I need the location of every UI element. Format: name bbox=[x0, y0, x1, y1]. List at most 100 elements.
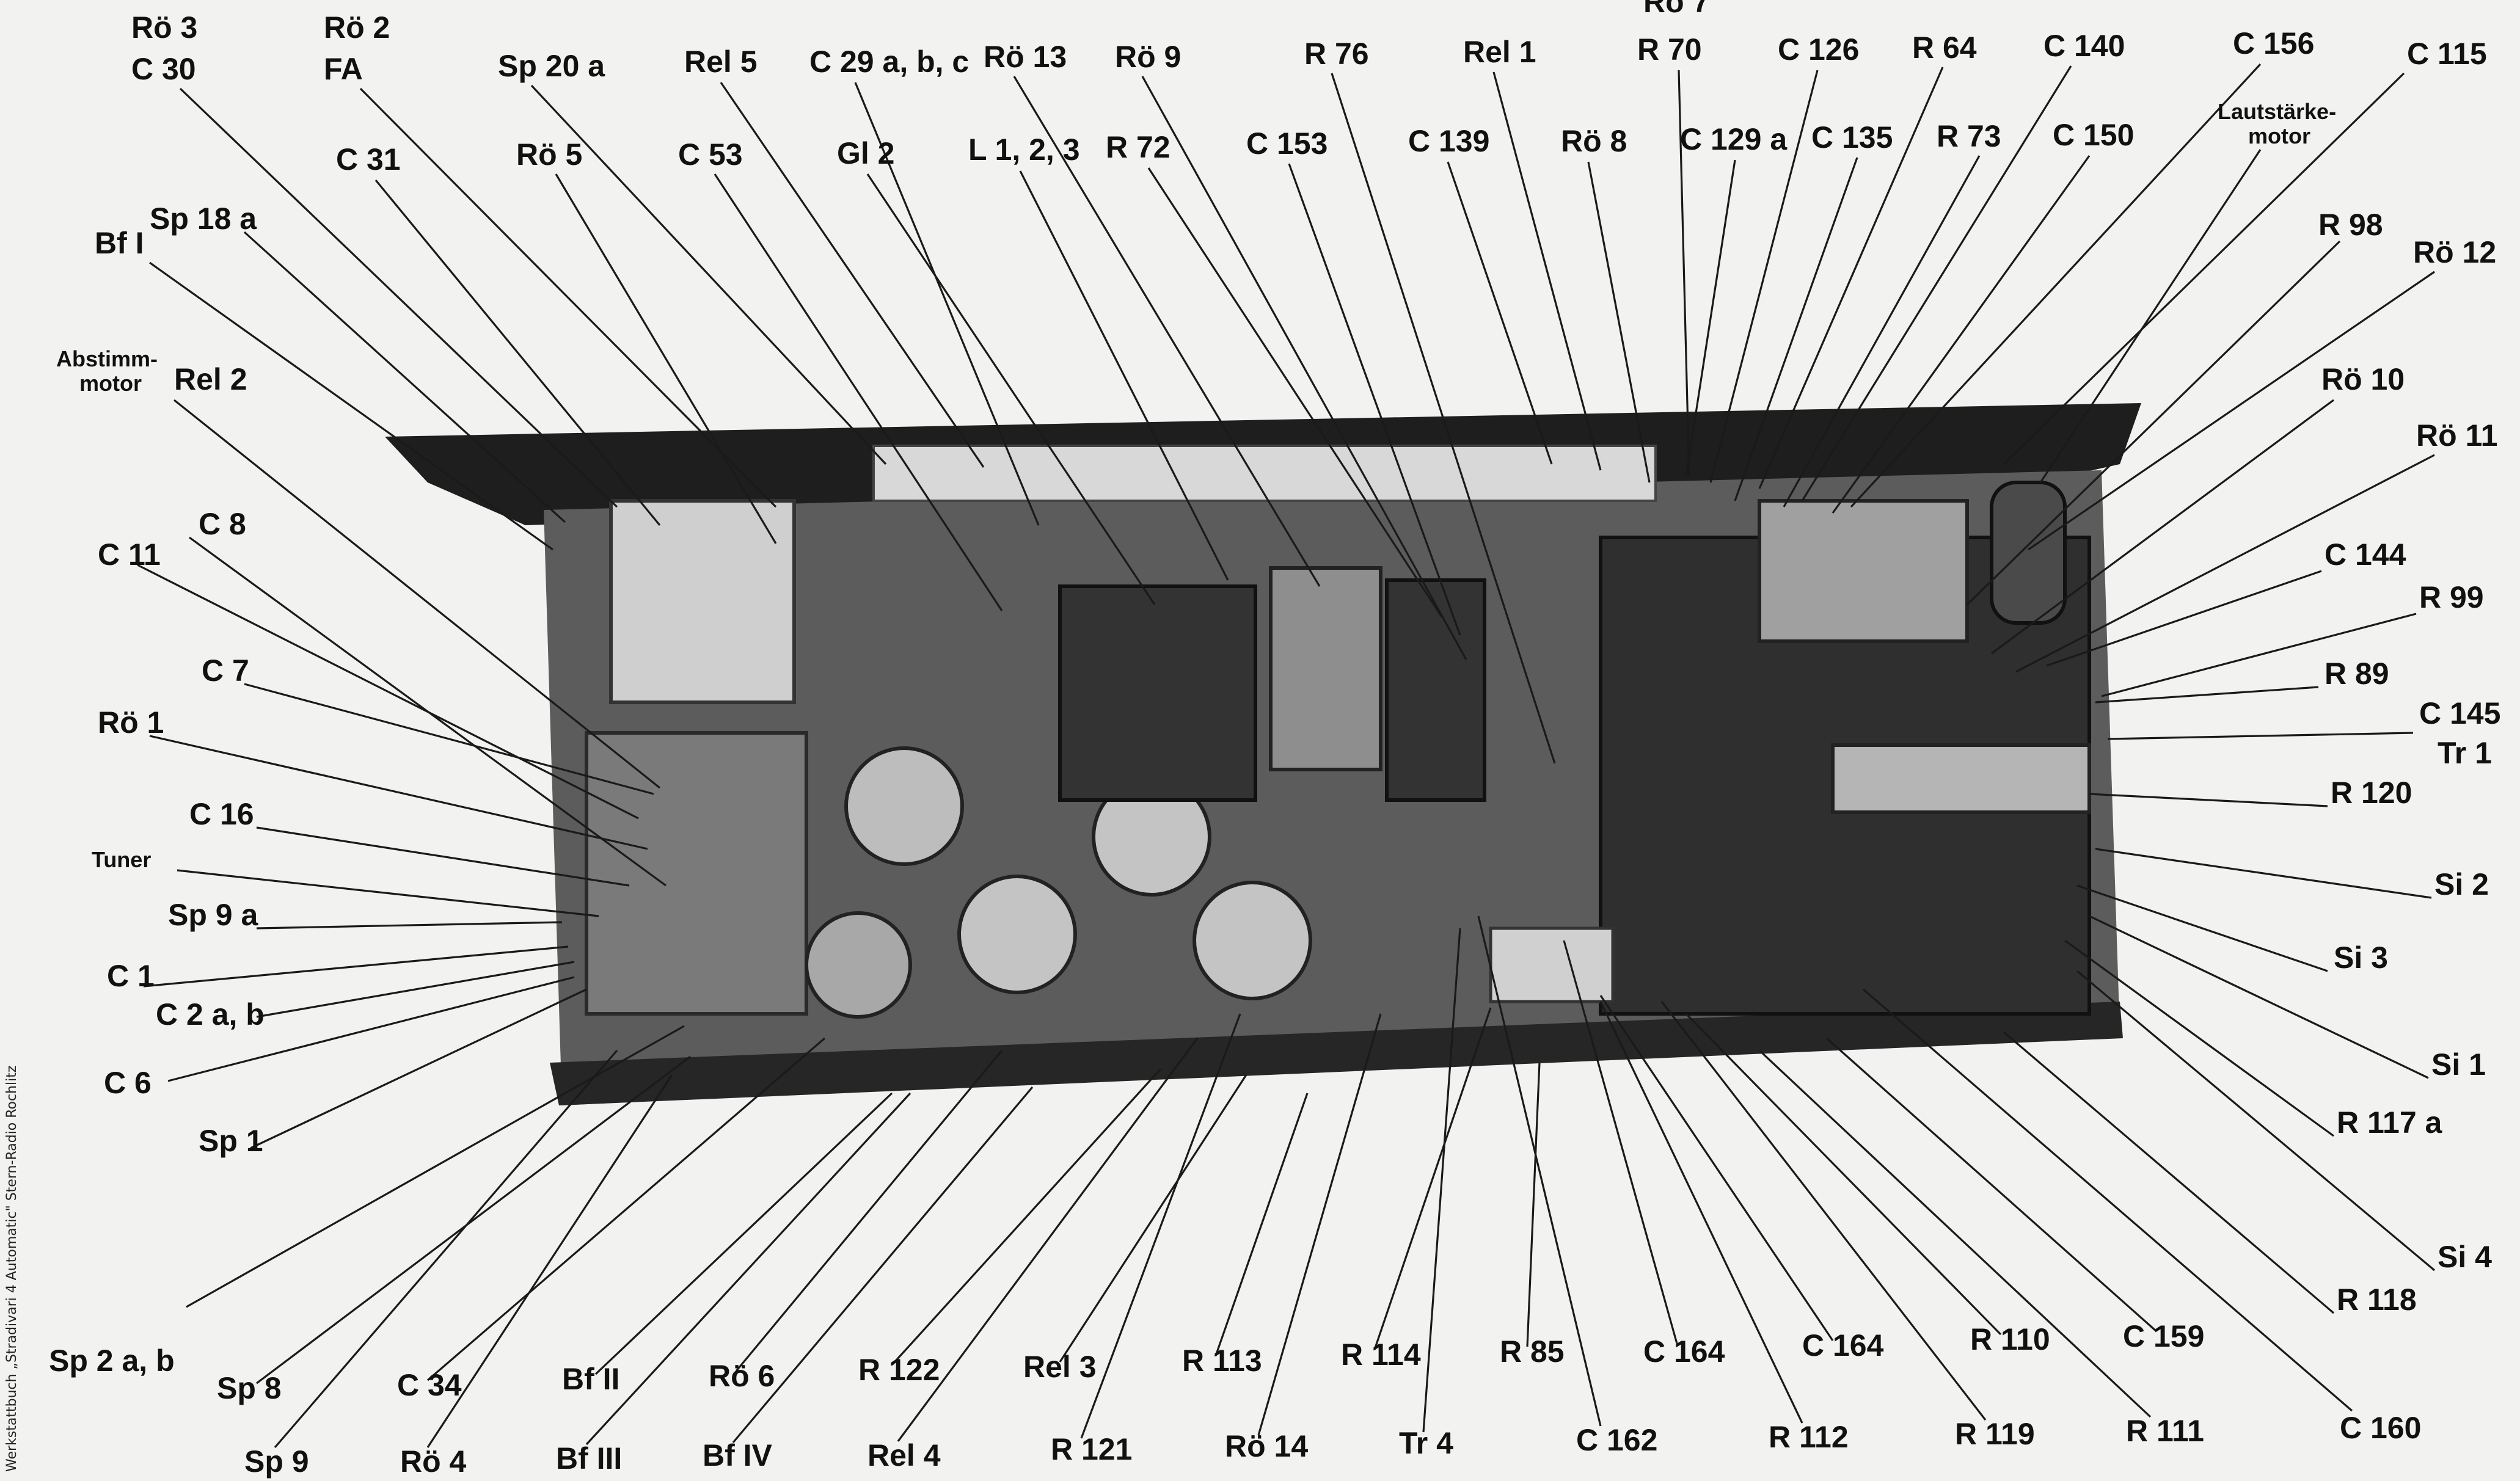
label-c7: C 7 bbox=[202, 653, 249, 688]
label-ro6: Rö 6 bbox=[709, 1359, 775, 1393]
label-bf2: Bf II bbox=[562, 1362, 619, 1396]
leader-line-r111 bbox=[1758, 1049, 2152, 1418]
leader-line-c7 bbox=[244, 683, 654, 795]
leader-line-gl2 bbox=[866, 173, 1156, 605]
label-c140: C 140 bbox=[2043, 29, 2125, 63]
leader-line-sp20a bbox=[530, 84, 887, 465]
leader-line-r122 bbox=[891, 1068, 1162, 1366]
leader-line-rel5 bbox=[720, 82, 985, 468]
label-ro13: Rö 13 bbox=[984, 40, 1067, 74]
label-ro14: Rö 14 bbox=[1225, 1429, 1308, 1463]
leader-line-si1 bbox=[2089, 915, 2429, 1079]
leader-line-r72 bbox=[1147, 167, 1443, 617]
leader-line-rel2 bbox=[173, 399, 660, 789]
label-rel1: Rel 1 bbox=[1463, 35, 1536, 69]
label-rel5: Rel 5 bbox=[684, 45, 758, 79]
label-c34: C 34 bbox=[397, 1368, 462, 1402]
leader-line-r119 bbox=[1660, 1001, 1987, 1421]
leader-line-r118 bbox=[2003, 1031, 2335, 1314]
label-r117a: R 117 a bbox=[2337, 1105, 2443, 1140]
leader-line-r112 bbox=[1599, 1001, 1803, 1424]
leader-line-l123 bbox=[1019, 170, 1229, 581]
leader-line-sp18a bbox=[243, 231, 566, 523]
leader-line-c11 bbox=[137, 564, 639, 820]
leader-line-ro5 bbox=[555, 173, 777, 544]
pcb-left bbox=[1058, 584, 1257, 802]
leader-line-ro10 bbox=[1991, 399, 2334, 655]
label-c11: C 11 bbox=[98, 537, 161, 572]
leader-line-c164b bbox=[1599, 995, 1834, 1341]
label-sp1: Sp 1 bbox=[199, 1124, 263, 1158]
label-ro4: Rö 4 bbox=[400, 1444, 467, 1479]
label-rel2: Rel 2 bbox=[174, 362, 247, 396]
leader-line-ro12 bbox=[2028, 271, 2435, 551]
leader-line-r73 bbox=[1783, 155, 1981, 508]
leader-line-r89 bbox=[2095, 686, 2319, 704]
leader-line-c160 bbox=[1862, 988, 2353, 1412]
leader-line-c31 bbox=[374, 179, 661, 526]
label-si2: Si 2 bbox=[2434, 867, 2489, 901]
leader-line-c16 bbox=[256, 826, 630, 887]
label-r85: R 85 bbox=[1500, 1334, 1565, 1369]
leader-line-bf1 bbox=[149, 261, 553, 551]
leader-line-ro14 bbox=[1257, 1013, 1382, 1436]
label-sp9: Sp 9 bbox=[244, 1444, 309, 1479]
label-sp20a: Sp 20 a bbox=[498, 49, 605, 83]
label-si1: Si 1 bbox=[2431, 1047, 2486, 1082]
wire-harness-top bbox=[872, 445, 1657, 502]
leader-line-c139 bbox=[1447, 161, 1553, 465]
leader-line-ro6 bbox=[735, 1049, 1003, 1372]
label-c115: C 115 bbox=[2407, 37, 2487, 71]
label-r73: R 73 bbox=[1937, 119, 2001, 153]
label-ro3: Rö 3 bbox=[131, 10, 197, 45]
abstimm-motor-block bbox=[609, 499, 796, 704]
leader-line-lautstaerke2 bbox=[2039, 149, 2262, 483]
label-sp8: Sp 8 bbox=[217, 1371, 282, 1405]
leader-line-fa bbox=[359, 87, 777, 508]
label-c164a: C 164 bbox=[1643, 1334, 1725, 1369]
leader-line-c162 bbox=[1477, 915, 1602, 1427]
leader-line-r85 bbox=[1526, 1062, 1541, 1347]
label-c129a: C 129 a bbox=[1680, 122, 1788, 156]
can-mid-2 bbox=[957, 875, 1077, 994]
leader-line-si2 bbox=[2095, 848, 2432, 899]
label-c160: C 160 bbox=[2340, 1411, 2421, 1445]
leader-line-c115 bbox=[2003, 72, 2405, 465]
label-gl2: Gl 2 bbox=[837, 136, 894, 170]
credit-text: Werkstattbuch „Stradivari 4 Automatic" S… bbox=[4, 1066, 20, 1472]
leader-line-rel1 bbox=[1492, 71, 1602, 471]
label-rel3: Rel 3 bbox=[1023, 1350, 1097, 1384]
label-r122: R 122 bbox=[858, 1353, 940, 1387]
leader-line-sp9 bbox=[274, 1049, 618, 1449]
label-c6: C 6 bbox=[104, 1066, 152, 1100]
leader-line-c34 bbox=[426, 1037, 826, 1381]
label-sp18a: Sp 18 a bbox=[150, 202, 257, 236]
label-ro7: Rö 7 bbox=[1643, 0, 1709, 19]
leader-line-ro13 bbox=[1013, 76, 1321, 587]
label-r114: R 114 bbox=[1341, 1337, 1421, 1372]
front-control bbox=[1489, 926, 1615, 1003]
label-lautstaerke2: motor bbox=[2248, 123, 2310, 148]
leader-line-c30 bbox=[179, 87, 618, 508]
label-r112: R 112 bbox=[1769, 1420, 1849, 1454]
label-r64: R 64 bbox=[1912, 31, 1977, 65]
label-r111: R 111 bbox=[2126, 1414, 2204, 1448]
label-ro8: Rö 8 bbox=[1561, 124, 1627, 158]
leader-line-r110 bbox=[1685, 1013, 2002, 1336]
label-tr4: Tr 4 bbox=[1399, 1426, 1453, 1460]
tuner-section bbox=[585, 731, 808, 1016]
label-c126: C 126 bbox=[1778, 32, 1859, 67]
label-c1: C 1 bbox=[107, 959, 155, 993]
leader-line-r117a bbox=[2064, 939, 2334, 1137]
label-l123: L 1, 2, 3 bbox=[968, 133, 1080, 167]
output-transformer bbox=[1831, 743, 2091, 814]
leader-line-c145 bbox=[2107, 732, 2414, 740]
leader-line-bf3 bbox=[585, 1092, 911, 1446]
label-abstimm1: Abstimm- bbox=[56, 346, 158, 371]
leader-line-sp2ab bbox=[186, 1025, 685, 1308]
leader-line-ro9 bbox=[1141, 76, 1467, 660]
leader-line-r113 bbox=[1214, 1093, 1309, 1356]
label-rel4: Rel 4 bbox=[867, 1438, 941, 1472]
